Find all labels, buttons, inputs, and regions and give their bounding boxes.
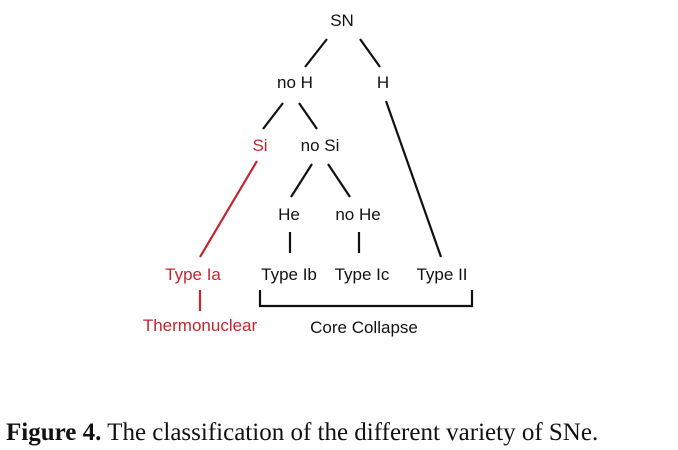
core-collapse-bracket — [258, 290, 474, 308]
caption-label: Figure 4. — [6, 419, 102, 446]
edge-no-h-si — [262, 102, 284, 130]
edge-no-si-he — [290, 163, 313, 198]
node-type-ib: Type Ib — [261, 265, 317, 284]
node-type-ia: Type Ia — [165, 265, 221, 284]
node-si: Si — [252, 136, 268, 155]
node-h: H — [376, 73, 390, 92]
node-no-he: no He — [335, 205, 381, 224]
edge-h-type-ii — [384, 100, 443, 258]
edge-si-type-ia — [199, 160, 258, 258]
edge-no-si-no-he — [327, 163, 351, 198]
edge-sn-no-h — [304, 38, 328, 68]
caption-text: The classification of the different vari… — [101, 419, 599, 446]
edge-sn-h — [359, 38, 381, 68]
node-core-collapse: Core Collapse — [310, 318, 418, 337]
figure-caption: Figure 4. The classification of the diff… — [6, 418, 598, 448]
edge-no-h-no-si — [298, 102, 318, 130]
node-he: He — [278, 205, 300, 224]
sn-classification-diagram: SN no H H Si no Si He no He Type Ia Type… — [142, 11, 474, 337]
node-no-h: no H — [277, 73, 313, 92]
node-no-si: no Si — [300, 136, 340, 155]
connector-lines — [198, 38, 474, 311]
node-type-ii: Type II — [416, 265, 468, 284]
node-sn: SN — [330, 11, 354, 30]
node-type-ic: Type Ic — [334, 265, 390, 284]
node-thermonuclear: Thermonuclear — [142, 316, 258, 335]
